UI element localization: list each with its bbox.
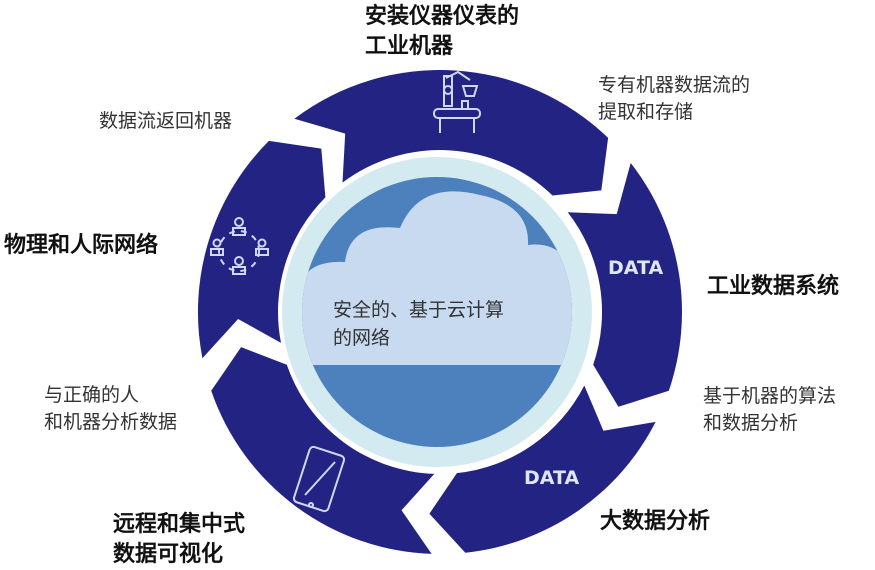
data-tag-1: DATA — [608, 257, 664, 279]
people-network-icon — [210, 217, 269, 275]
transition-extract-store: 专有机器数据流的 提取和存储 — [598, 74, 751, 123]
transition-share-analysis: 与正确的人 和机器分析数据 — [44, 384, 178, 433]
transition-return-machines: 数据流返回机器 — [99, 110, 233, 132]
center-label: 安全的、基于云计算 的网络 — [333, 299, 505, 349]
robot-arm-conveyor-icon — [433, 70, 481, 133]
stage-title-machines: 安装仪器仪表的 工业机器 — [365, 4, 520, 59]
arrow-big-data — [429, 385, 656, 553]
cloud-icon — [302, 191, 572, 365]
arrow-data-system — [567, 163, 682, 407]
data-tag-2: DATA — [524, 467, 580, 489]
transition-algorithms: 基于机器的算法 和数据分析 — [703, 385, 837, 434]
stage-title-network: 物理和人际网络 — [4, 233, 159, 258]
arrow-machines — [294, 69, 609, 196]
tablet-icon — [292, 445, 346, 513]
stage-title-data-system: 工业数据系统 — [707, 274, 840, 299]
stage-title-big-data: 大数据分析 — [600, 509, 711, 534]
stage-title-visualization: 远程和集中式 数据可视化 — [113, 512, 246, 567]
